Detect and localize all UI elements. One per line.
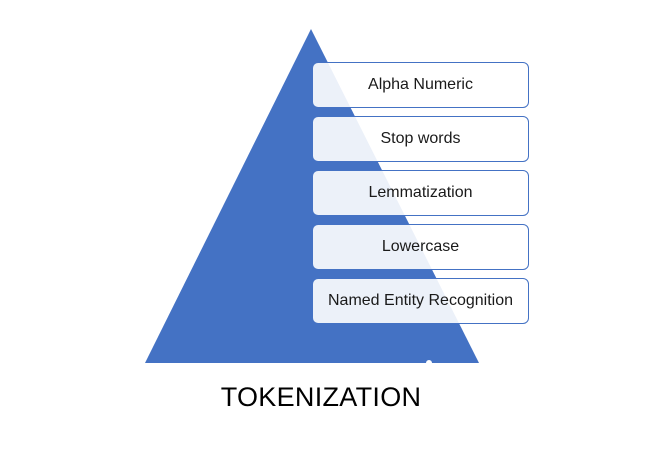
layer-lowercase: Lowercase — [312, 224, 529, 270]
pyramid-handle-dot — [426, 360, 432, 366]
diagram-title: TOKENIZATION — [220, 382, 422, 412]
layer-label: Lemmatization — [368, 184, 473, 201]
layer-label: Named Entity Recognition — [328, 292, 513, 309]
layer-label: Stop words — [380, 130, 461, 147]
layer-label: Alpha Numeric — [368, 76, 473, 93]
layer-stop-words: Stop words — [312, 116, 529, 162]
layer-alpha-numeric: Alpha Numeric — [312, 62, 529, 108]
layer-label: Lowercase — [381, 238, 460, 255]
layer-lemmatization: Lemmatization — [312, 170, 529, 216]
layer-named-entity-recognition: Named Entity Recognition — [312, 278, 529, 324]
